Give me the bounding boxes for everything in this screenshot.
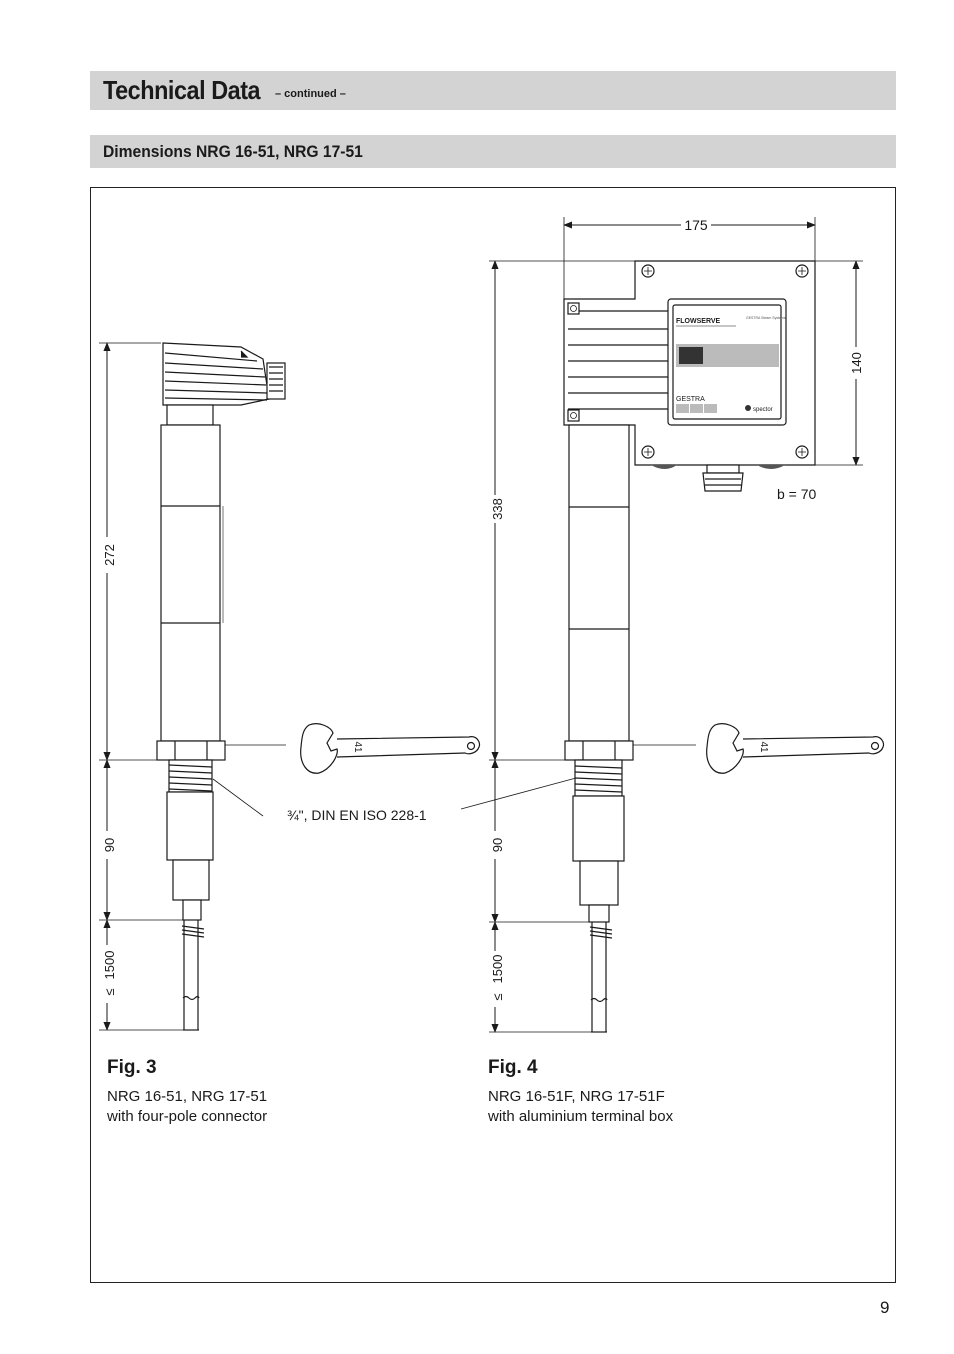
fig4-title: Fig. 4 xyxy=(488,1057,538,1078)
title-bar: Technical Data – continued – xyxy=(90,71,896,110)
fig4-electrode-drawing xyxy=(563,260,816,1033)
title-suffix: – continued – xyxy=(275,88,346,100)
fig4-dim-box-height: 140 xyxy=(849,352,864,374)
fig4-dim-box-width: 175 xyxy=(684,217,708,233)
fig3-wrench-icon xyxy=(300,723,481,774)
box-small-text: GESTRA Steam Systems xyxy=(746,316,786,320)
page-title: Technical Data xyxy=(103,75,261,105)
fig3-dimensions xyxy=(99,343,286,1030)
fig4-caption-line1: NRG 16-51F, NRG 17-51F xyxy=(488,1088,665,1105)
fig4-dim-box-depth: b = 70 xyxy=(777,486,817,502)
fig3-dim-electrode-prefix: ≤ xyxy=(102,988,117,995)
fig4-wrench-size: 41 xyxy=(758,741,769,753)
fig3-electrode-drawing xyxy=(156,342,286,1031)
fig4-caption-line2: with aluminium terminal box xyxy=(488,1108,674,1125)
fig4-dim-overall: 338 xyxy=(490,498,505,520)
technical-drawing: 272 90 1500 ≤ 41 xyxy=(91,188,885,1282)
fig3-title: Fig. 3 xyxy=(107,1057,157,1078)
box-brand-gestra: GESTRA xyxy=(676,396,705,403)
fig3-caption-line1: NRG 16-51, NRG 17-51 xyxy=(107,1088,268,1105)
section-bar: Dimensions NRG 16-51, NRG 17-51 xyxy=(90,135,896,168)
page-number: 9 xyxy=(880,1298,890,1317)
box-brand-flowserve: FLOWSERVE xyxy=(676,318,721,325)
thread-callout-leaders xyxy=(212,777,577,817)
fig4-caption: NRG 16-51F, NRG 17-51F with aluminium te… xyxy=(488,1087,673,1127)
box-brand-spector: spector xyxy=(753,407,773,413)
fig4-dim-electrode: 1500 xyxy=(490,955,505,984)
fig4-dim-thread-to-tip: 90 xyxy=(490,838,505,852)
fig3-dim-overall: 272 xyxy=(102,544,117,566)
fig4-wrench-icon xyxy=(706,723,885,774)
section-title: Dimensions NRG 16-51, NRG 17-51 xyxy=(103,142,363,161)
drawing-frame: 272 90 1500 ≤ 41 xyxy=(90,187,896,1283)
fig3-caption-line2: with four-pole connector xyxy=(107,1108,268,1125)
fig3-wrench-size: 41 xyxy=(352,741,363,753)
fig3-caption: NRG 16-51, NRG 17-51 with four-pole conn… xyxy=(107,1087,267,1127)
fig4-dimensions xyxy=(489,217,863,1032)
fig3-dim-electrode: 1500 xyxy=(102,951,117,980)
thread-callout: ¾", DIN EN ISO 228-1 xyxy=(287,807,427,823)
fig4-dim-electrode-prefix: ≤ xyxy=(490,993,505,1000)
fig3-dim-thread-to-tip: 90 xyxy=(102,838,117,852)
